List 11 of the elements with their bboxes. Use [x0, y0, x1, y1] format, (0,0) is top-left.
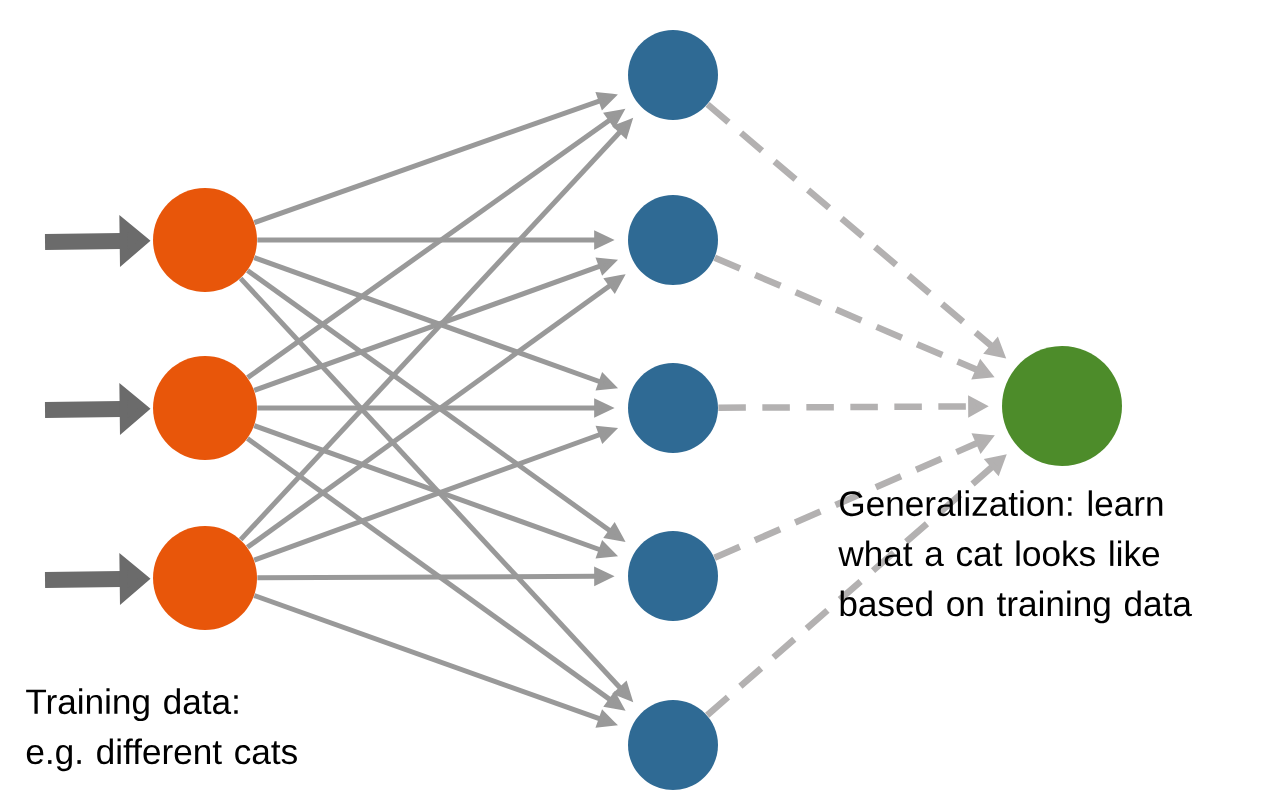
neuron-circle	[153, 356, 257, 460]
caption-text: Generalization: learn what a cat looks like based on training data	[838, 490, 1192, 624]
neuron-circle	[628, 531, 718, 621]
caption-text: Training data: e.g. different cats	[26, 688, 297, 772]
neuron-circle	[628, 30, 718, 120]
neuron-circle	[153, 526, 257, 630]
neuron-circle	[628, 363, 718, 453]
neuron-circle	[628, 700, 718, 790]
neuron-circle	[153, 188, 257, 292]
neuron-circle	[1002, 346, 1122, 466]
neuron-circle	[628, 195, 718, 285]
